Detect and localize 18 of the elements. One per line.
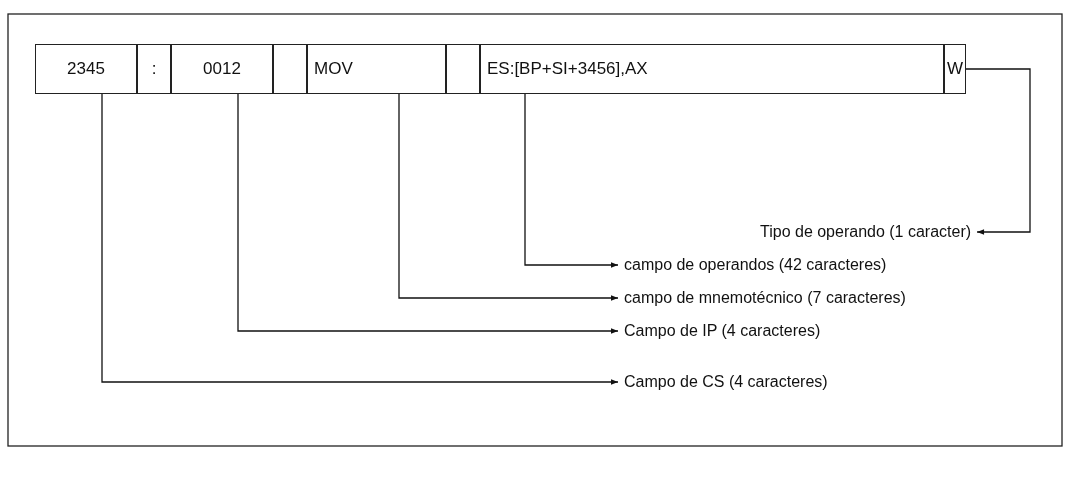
empty-cell xyxy=(273,44,307,94)
field-description: Tipo de operando (1 caracter) xyxy=(760,222,972,242)
field-description: campo de operandos (42 caracteres) xyxy=(624,255,887,275)
leader-arrow xyxy=(524,93,619,268)
field-description: Campo de CS (4 caracteres) xyxy=(624,372,828,392)
instruction-field: W xyxy=(944,44,966,94)
field-description: campo de mnemotécnico (7 caracteres) xyxy=(624,288,906,308)
leader-arrow xyxy=(398,93,619,301)
instruction-field: ES:[BP+SI+3456],AX xyxy=(480,44,944,94)
empty-cell xyxy=(446,44,480,94)
leader-arrow xyxy=(101,93,619,385)
leader-arrow xyxy=(965,68,1031,235)
instruction-field: 2345 xyxy=(35,44,137,94)
leader-arrow xyxy=(237,93,619,334)
instruction-field: : xyxy=(137,44,171,94)
field-description: Campo de IP (4 caracteres) xyxy=(624,321,821,341)
instruction-field: 0012 xyxy=(171,44,273,94)
instruction-field: MOV xyxy=(307,44,446,94)
